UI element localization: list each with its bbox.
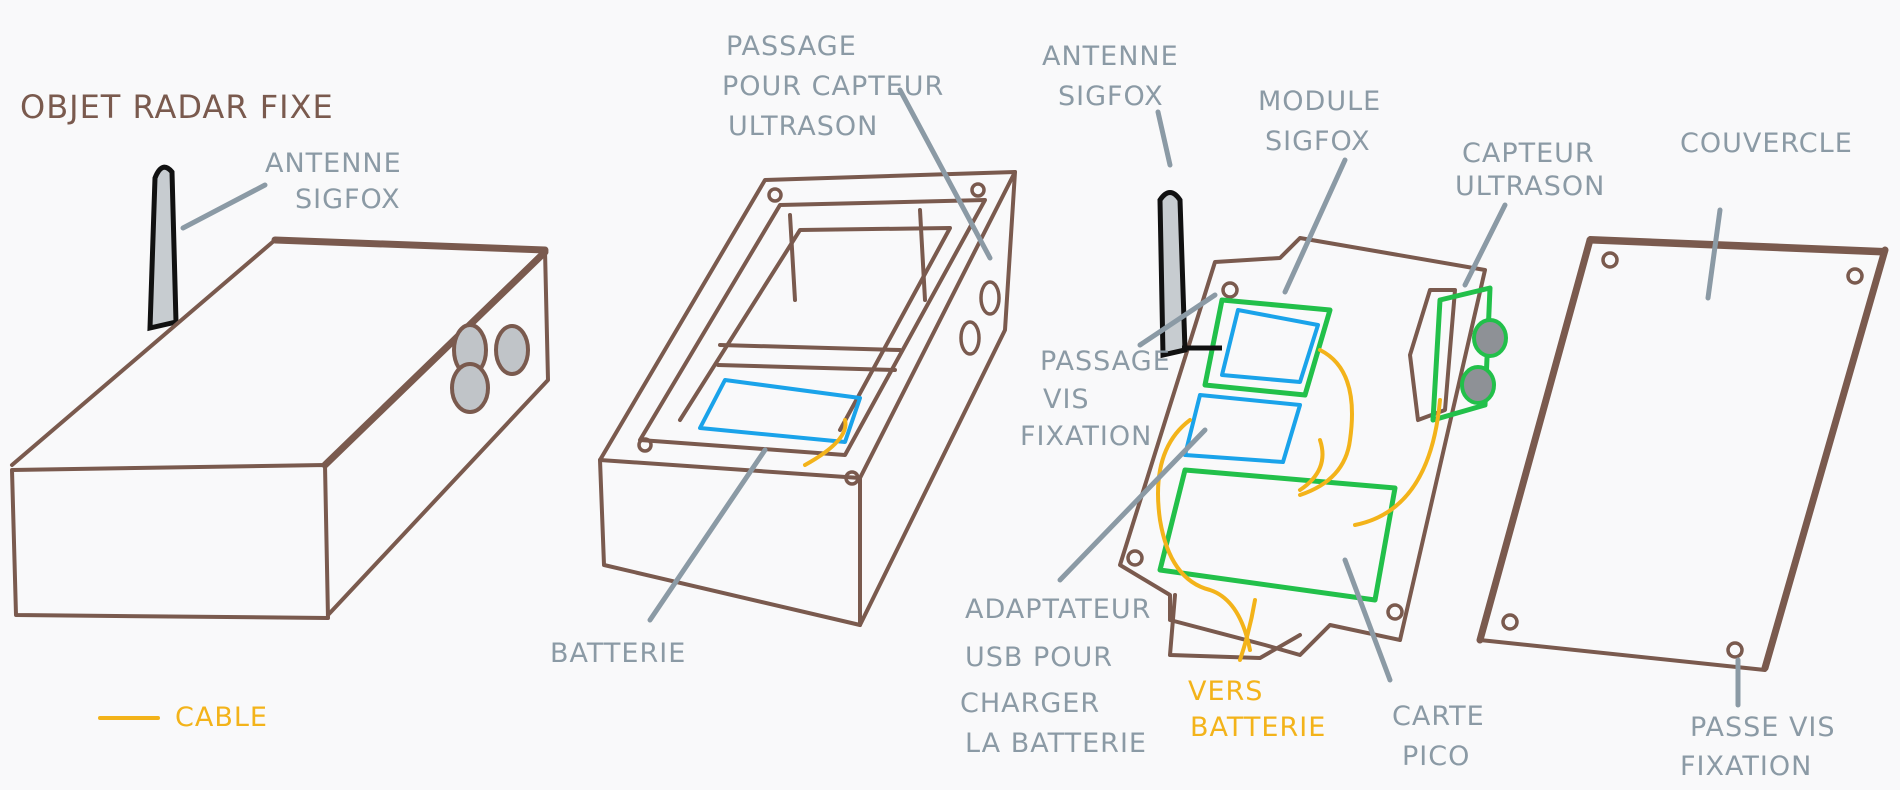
label-antenne-2-line1: ANTENNE bbox=[1042, 41, 1179, 72]
label-antenne-2-line2: SIGFOX bbox=[1058, 81, 1164, 112]
ultrasonic-sensor bbox=[1430, 285, 1493, 423]
legend-cable-label: CABLE bbox=[175, 702, 268, 733]
open-box bbox=[598, 87, 1017, 627]
label-passage-vis-line2: VIS bbox=[1043, 384, 1090, 415]
sensor-transducer-bottom bbox=[1460, 365, 1496, 405]
label-carte-pico-line1: CARTE bbox=[1392, 701, 1485, 732]
label-batterie: BATTERIE bbox=[550, 638, 686, 669]
label-adaptateur-line1: ADAPTATEUR bbox=[965, 594, 1151, 625]
sigfox-module bbox=[1220, 308, 1320, 384]
sensor-hole-a bbox=[450, 362, 490, 414]
label-couvercle: COUVERCLE bbox=[1680, 128, 1853, 159]
label-carte-pico-line2: PICO bbox=[1402, 741, 1470, 772]
label-passe-vis-line2: FIXATION bbox=[1680, 751, 1812, 782]
label-adaptateur-line2: USB POUR bbox=[965, 642, 1113, 673]
usb-adapter bbox=[1183, 393, 1302, 464]
label-capteur-line1: CAPTEUR bbox=[1462, 138, 1595, 169]
label-passage-line1: PASSAGE bbox=[726, 31, 857, 62]
label-passage-vis-line3: FIXATION bbox=[1020, 421, 1152, 452]
label-adaptateur-line3: CHARGER bbox=[960, 688, 1100, 719]
title: OBJET RADAR FIXE bbox=[20, 88, 334, 126]
label-antenne-1-line1: ANTENNE bbox=[265, 148, 402, 179]
sigfox-module-board bbox=[1202, 297, 1333, 398]
label-module-line1: MODULE bbox=[1258, 86, 1381, 117]
antenna-1 bbox=[147, 164, 179, 332]
lid bbox=[1476, 207, 1889, 708]
antenna-2 bbox=[1157, 190, 1222, 359]
label-passage-vis-line1: PASSAGE bbox=[1040, 346, 1171, 377]
label-module-line2: SIGFOX bbox=[1265, 126, 1371, 157]
assembled-box bbox=[10, 164, 550, 620]
label-adaptateur-line4: LA BATTERIE bbox=[965, 728, 1147, 759]
legend: CABLE bbox=[98, 702, 268, 733]
battery bbox=[698, 378, 862, 444]
label-passage-line2: POUR CAPTEUR bbox=[722, 71, 944, 102]
label-vers-batterie-line1: VERS bbox=[1188, 676, 1263, 707]
pico-board bbox=[1157, 467, 1398, 603]
sensor-hole-b bbox=[494, 324, 530, 376]
label-vers-batterie-line2: BATTERIE bbox=[1190, 712, 1326, 743]
label-capteur-line2: ULTRASON bbox=[1455, 171, 1605, 202]
board-assembly bbox=[1057, 109, 1508, 683]
label-passage-line3: ULTRASON bbox=[728, 111, 878, 142]
label-antenne-1-line2: SIGFOX bbox=[295, 184, 401, 215]
sensor-transducer-top bbox=[1472, 318, 1508, 358]
label-passe-vis-line1: PASSE VIS bbox=[1690, 712, 1836, 743]
